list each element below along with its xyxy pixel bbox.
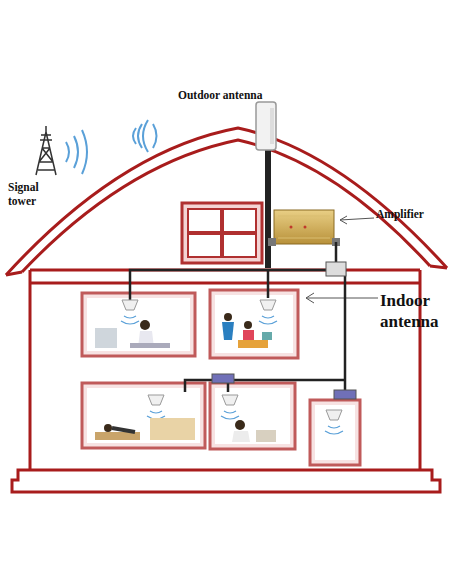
signal-waves: [66, 120, 157, 174]
splitters: [212, 262, 356, 399]
outdoor-antenna: [256, 102, 276, 268]
signal-tower-label: Signal tower: [8, 180, 58, 209]
rooms: [82, 290, 360, 465]
signal-tower: [36, 126, 56, 175]
antenna-waves: [121, 316, 343, 434]
roof-outer: [6, 128, 447, 275]
cables: [130, 242, 345, 395]
amplifier-label: Amplifier: [376, 207, 448, 221]
ceiling-antennas: [122, 300, 342, 420]
room-scenes: [95, 313, 276, 442]
house-base: [12, 470, 440, 492]
walls: [30, 270, 420, 470]
amplifier-box: [268, 210, 340, 246]
amplifier-leader: [340, 218, 374, 220]
room-interiors: [87, 295, 355, 460]
amplifier-leader-head: [340, 216, 347, 224]
roof-inner: [22, 140, 430, 272]
outdoor-antenna-label: Outdoor antenna: [178, 88, 288, 102]
indoor-antenna-leader: [306, 293, 378, 303]
indoor-antenna-label: Indoor antenna: [380, 290, 448, 333]
attic-window: [182, 203, 262, 263]
